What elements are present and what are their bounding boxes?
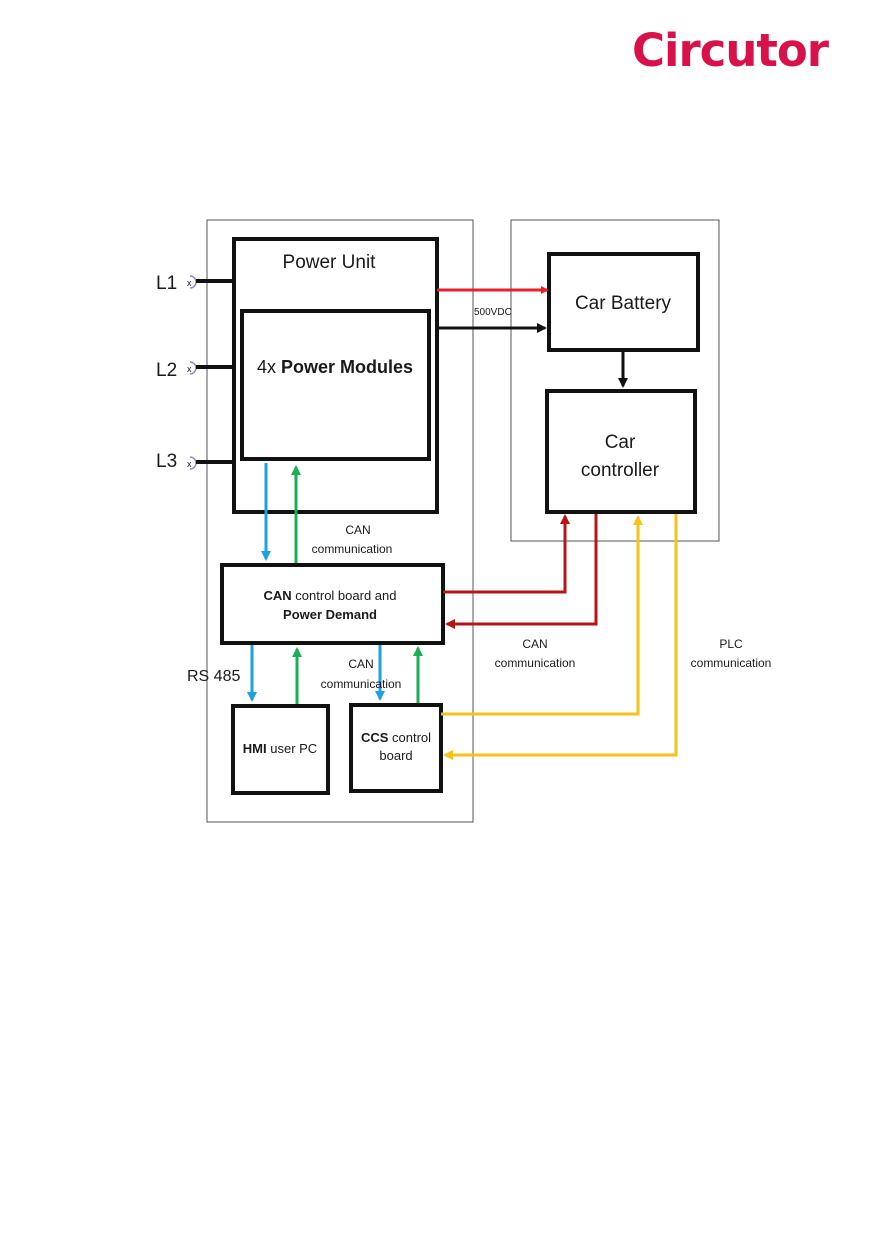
hmi-rest: user PC	[267, 741, 318, 756]
l2-terminal: x	[187, 362, 234, 374]
l2-label: L2	[156, 360, 177, 381]
can-comm-mid-label-2: communication	[321, 677, 402, 691]
plc-comm-label-2: communication	[691, 656, 772, 670]
can-board-bold: CAN	[264, 588, 292, 603]
ccs-rest: control	[388, 730, 431, 745]
ccs-bold: CCS	[361, 730, 389, 745]
can-comm-mid-label-1: CAN	[348, 657, 373, 671]
svg-text:x: x	[187, 459, 192, 469]
ccs-label-line1: CCS control	[361, 730, 431, 745]
can-board-line1: CAN control board and	[264, 588, 397, 603]
controller-to-can-arrow	[447, 514, 596, 624]
hmi-bold: HMI	[243, 741, 267, 756]
rs485-label: RS 485	[187, 668, 240, 685]
svg-text:x: x	[187, 364, 192, 374]
controller-to-ccs-plc-arrow	[445, 514, 676, 755]
l1-label: L1	[156, 273, 177, 294]
ccs-to-controller-plc-arrow	[441, 517, 638, 714]
l1-terminal: x	[187, 276, 234, 288]
can-comm-top-label-1: CAN	[345, 523, 370, 537]
l3-terminal: x	[187, 457, 234, 469]
can-control-board-block	[222, 565, 443, 643]
l3-label: L3	[156, 451, 177, 472]
power-modules-bold: Power Modules	[281, 357, 413, 377]
can-comm-right-label-2: communication	[495, 656, 576, 670]
can-board-rest: control board and	[292, 588, 397, 603]
ccs-label-line2: board	[379, 748, 412, 763]
power-modules-prefix: 4x	[257, 357, 276, 377]
can-board-line2: Power Demand	[283, 607, 377, 622]
vdc-label: 500VDC	[474, 307, 512, 318]
plc-comm-label-1: PLC	[719, 637, 743, 651]
power-modules-block	[242, 311, 429, 459]
can-comm-right-label-1: CAN	[522, 637, 547, 651]
power-unit-label: Power Unit	[283, 252, 377, 273]
car-battery-label: Car Battery	[575, 293, 672, 314]
car-controller-line1: Car	[605, 432, 636, 453]
hmi-label: HMI user PC	[243, 741, 317, 756]
svg-text:x: x	[187, 278, 192, 288]
car-controller-line2: controller	[581, 460, 660, 481]
power-modules-label: 4x Power Modules	[257, 357, 413, 377]
can-to-controller-arrow	[443, 516, 565, 592]
can-comm-top-label-2: communication	[312, 542, 393, 556]
